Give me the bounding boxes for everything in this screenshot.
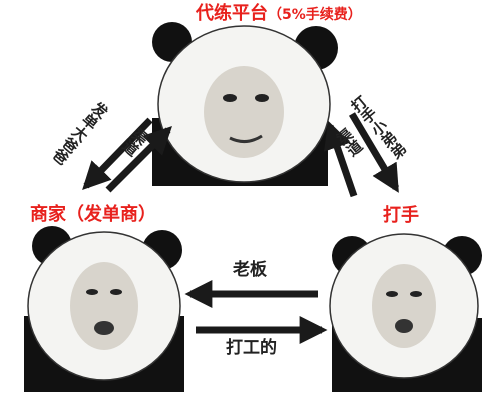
- platform-title: 代练平台（5%手续费）: [196, 3, 362, 24]
- player-title: 打手: [383, 205, 419, 226]
- worker-label: 打工的: [226, 338, 277, 358]
- arrow-platform-to-player: [348, 112, 400, 193]
- platform-fee-note: （5%手续费）: [268, 7, 362, 23]
- arrow-platform-to-merchant: [82, 117, 153, 191]
- panda-face-right: [329, 233, 482, 392]
- panda-face-left: [24, 226, 184, 392]
- arrow-player-to-platform: [324, 120, 358, 198]
- boss-label: 老板: [233, 260, 267, 280]
- panda-face-top: [152, 22, 338, 186]
- arrow-merchant-to-platform: [105, 126, 172, 193]
- merchant-title: 商家（发单商）: [30, 204, 156, 225]
